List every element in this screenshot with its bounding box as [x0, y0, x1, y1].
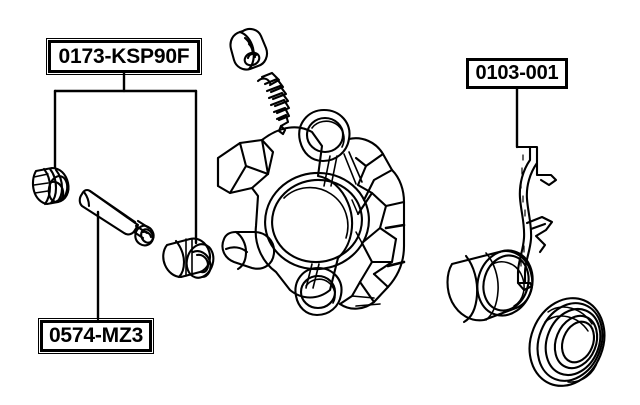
part-bleeder-cap	[229, 27, 269, 71]
part-anti-rattle-spring-clip	[515, 145, 558, 292]
part-number-label-0173-KSP90F[interactable]: 0173-KSP90F	[46, 38, 202, 75]
part-number-label-0103-001[interactable]: 0103-001	[466, 58, 568, 89]
part-piston-dust-seal	[528, 297, 606, 387]
part-guide-pin-boot	[31, 166, 70, 206]
part-caliper-body	[216, 108, 406, 317]
part-number-label-0574-MZ3[interactable]: 0574-MZ3	[38, 318, 154, 354]
part-bleeder-screw	[256, 71, 291, 136]
part-caliper-guide-pin	[78, 188, 155, 247]
part-guide-pin-sleeve	[162, 237, 215, 279]
leader-line-kit	[53, 71, 198, 245]
part-caliper-piston	[446, 249, 534, 324]
